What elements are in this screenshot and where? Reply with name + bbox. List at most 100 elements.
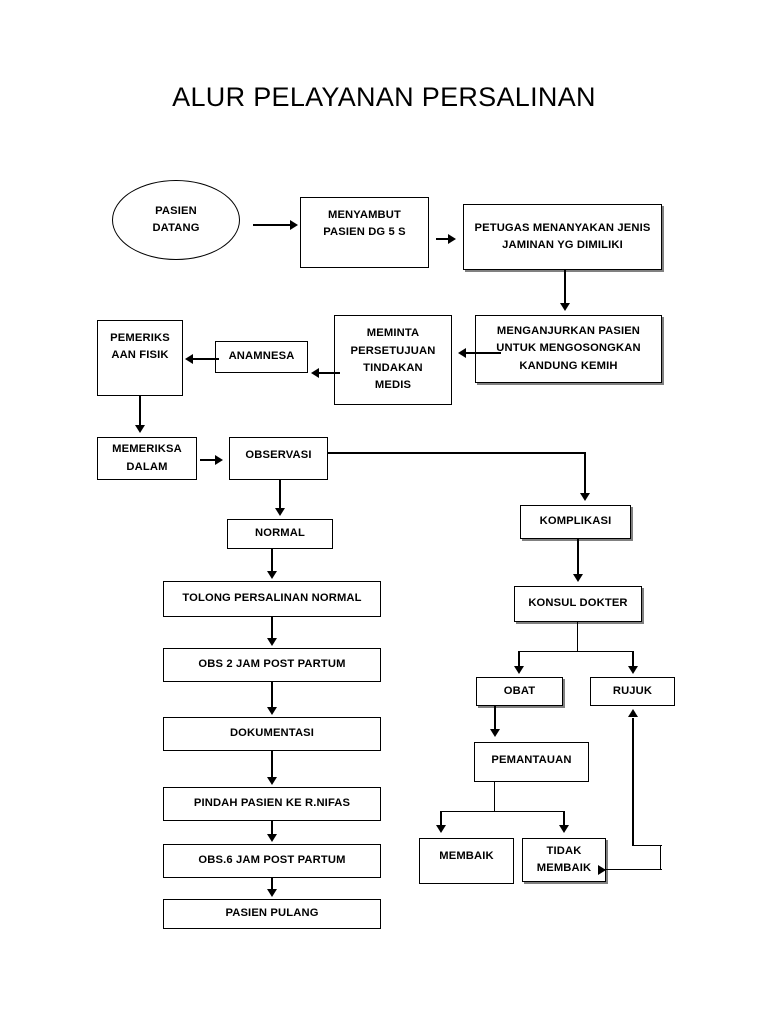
edge-pindah-nifas-to-obs-6-jam xyxy=(271,821,273,836)
edge-konsul-dokter-stem xyxy=(577,622,579,652)
arrowhead-down xyxy=(628,666,638,674)
arrowhead-down xyxy=(580,493,590,501)
edge-obs-2-jam-to-dokumentasi xyxy=(271,682,273,708)
arrowhead-down xyxy=(436,825,446,833)
node-meminta-persetujuan-tindakan-medis[interactable]: MEMINTA PERSETUJUAN TINDAKAN MEDIS xyxy=(334,315,452,405)
edge-meminta-to-anamnesa xyxy=(318,372,340,374)
node-obs-6-jam-post-partum[interactable]: OBS.6 JAM POST PARTUM xyxy=(163,844,381,878)
edge-observasi-to-komplikasi-horizontal xyxy=(328,452,586,454)
edge-pemeriksaan-fisik-to-memeriksa-dalam xyxy=(139,396,141,426)
edge-tidak-membaik-to-rujuk-jog xyxy=(632,845,662,847)
edge-konsul-dokter-to-rujuk xyxy=(632,651,634,669)
node-membaik[interactable]: MEMBAIK xyxy=(419,838,514,884)
edge-anamnesa-to-pemeriksaan-fisik xyxy=(192,358,219,360)
node-label: PEMERIKS AAN FISIK xyxy=(110,332,170,362)
node-pasien-pulang[interactable]: PASIEN PULANG xyxy=(163,899,381,929)
node-label: DOKUMENTASI xyxy=(229,727,315,740)
arrowhead-down xyxy=(267,638,277,646)
arrowhead-down xyxy=(267,834,277,842)
node-label: PINDAH PASIEN KE R.NIFAS xyxy=(193,797,351,810)
node-label: ANAMNESA xyxy=(228,350,295,363)
edge-menyambut-to-petugas xyxy=(436,238,450,240)
node-observasi[interactable]: OBSERVASI xyxy=(229,437,328,480)
node-pemeriksaan-fisik[interactable]: PEMERIKS AAN FISIK xyxy=(97,320,183,396)
arrowhead-down xyxy=(514,666,524,674)
node-label: PETUGAS MENANYAKAN JENIS JAMINAN YG DIMI… xyxy=(474,221,651,251)
node-petugas-menanyakan-jaminan[interactable]: PETUGAS MENANYAKAN JENIS JAMINAN YG DIMI… xyxy=(463,204,662,270)
edge-konsul-dokter-to-obat xyxy=(518,651,520,669)
node-label: OBS 2 JAM POST PARTUM xyxy=(198,658,346,671)
node-menyambut-pasien[interactable]: MENYAMBUT PASIEN DG 5 S xyxy=(300,197,429,268)
edge-normal-to-tolong-persalinan xyxy=(271,549,273,572)
edge-observasi-to-normal xyxy=(279,480,281,510)
arrowhead-down xyxy=(267,707,277,715)
edge-menganjurkan-to-meminta xyxy=(465,352,501,354)
node-obs-2-jam-post-partum[interactable]: OBS 2 JAM POST PARTUM xyxy=(163,648,381,682)
node-pindah-pasien-ke-ruang-nifas[interactable]: PINDAH PASIEN KE R.NIFAS xyxy=(163,787,381,821)
page-title: ALUR PELAYANAN PERSALINAN xyxy=(172,82,596,112)
node-anamnesa[interactable]: ANAMNESA xyxy=(215,341,308,373)
edge-dokumentasi-to-pindah-nifas xyxy=(271,751,273,778)
node-pemantauan[interactable]: PEMANTAUAN xyxy=(474,742,589,782)
node-pasien-datang[interactable]: PASIEN DATANG xyxy=(112,180,240,260)
edge-obs-6-jam-to-pasien-pulang xyxy=(271,878,273,891)
node-label: RUJUK xyxy=(612,684,653,697)
arrowhead-down xyxy=(490,729,500,737)
node-label: PEMANTAUAN xyxy=(491,754,572,766)
edge-obat-to-pemantauan xyxy=(494,706,496,730)
node-label: OBSERVASI xyxy=(245,449,312,461)
node-label: KONSUL DOKTER xyxy=(528,597,628,610)
edge-pemantauan-split-bar xyxy=(440,811,565,813)
node-label: NORMAL xyxy=(255,527,305,540)
edge-pemantauan-to-tidak-membaik xyxy=(563,811,565,828)
edge-pasien-datang-to-menyambut xyxy=(253,224,292,226)
node-label: PASIEN PULANG xyxy=(225,907,319,920)
edge-konsul-dokter-split-bar xyxy=(518,651,634,653)
edge-petugas-to-menganjurkan xyxy=(564,270,566,305)
edge-pemantauan-stem xyxy=(494,782,496,812)
arrowhead-left xyxy=(311,368,319,378)
node-label: KOMPLIKASI xyxy=(539,515,612,528)
edge-memeriksa-dalam-to-observasi xyxy=(200,459,218,461)
edge-pemantauan-to-membaik xyxy=(440,811,442,828)
edge-komplikasi-to-konsul-dokter xyxy=(577,539,579,575)
node-memeriksa-dalam[interactable]: MEMERIKSA DALAM xyxy=(97,437,197,480)
edge-tidak-membaik-to-rujuk-horizontal xyxy=(600,869,662,871)
arrowhead-right xyxy=(598,865,606,875)
edge-tolong-persalinan-to-obs-2-jam xyxy=(271,617,273,640)
node-label: MENYAMBUT PASIEN DG 5 S xyxy=(323,209,406,239)
node-komplikasi[interactable]: KOMPLIKASI xyxy=(520,505,631,539)
arrowhead-right xyxy=(215,455,223,465)
node-obat[interactable]: OBAT xyxy=(476,677,563,706)
node-menganjurkan-mengosongkan-kandung-kemih[interactable]: MENGANJURKAN PASIEN UNTUK MENGOSONGKAN K… xyxy=(475,315,662,383)
node-label: TOLONG PERSALINAN NORMAL xyxy=(182,592,362,605)
node-label: MEMBAIK xyxy=(439,850,494,862)
arrowhead-down xyxy=(559,825,569,833)
node-label: OBAT xyxy=(503,684,536,697)
node-dokumentasi[interactable]: DOKUMENTASI xyxy=(163,717,381,751)
edge-observasi-to-komplikasi-vertical xyxy=(584,452,586,495)
edge-tidak-membaik-to-rujuk-riser xyxy=(660,846,662,870)
arrowhead-left xyxy=(185,354,193,364)
arrowhead-left xyxy=(458,348,466,358)
arrowhead-down xyxy=(267,777,277,785)
node-label: TIDAK MEMBAIK xyxy=(536,844,592,874)
arrowhead-down xyxy=(573,574,583,582)
node-label: MEMERIKSA DALAM xyxy=(112,443,182,473)
arrowhead-up xyxy=(628,709,638,717)
node-label: PASIEN DATANG xyxy=(152,204,200,234)
arrowhead-right xyxy=(290,220,298,230)
arrowhead-down xyxy=(267,889,277,897)
node-konsul-dokter[interactable]: KONSUL DOKTER xyxy=(514,586,642,622)
node-label: OBS.6 JAM POST PARTUM xyxy=(198,854,346,867)
node-tidak-membaik[interactable]: TIDAK MEMBAIK xyxy=(522,838,606,882)
node-label: MENGANJURKAN PASIEN UNTUK MENGOSONGKAN K… xyxy=(496,324,641,372)
edge-tidak-membaik-to-rujuk-vertical xyxy=(632,718,634,846)
node-rujuk[interactable]: RUJUK xyxy=(590,677,675,706)
node-tolong-persalinan-normal[interactable]: TOLONG PERSALINAN NORMAL xyxy=(163,581,381,617)
node-normal[interactable]: NORMAL xyxy=(227,519,333,549)
arrowhead-down xyxy=(275,508,285,516)
arrowhead-down xyxy=(135,425,145,433)
arrowhead-down xyxy=(267,571,277,579)
